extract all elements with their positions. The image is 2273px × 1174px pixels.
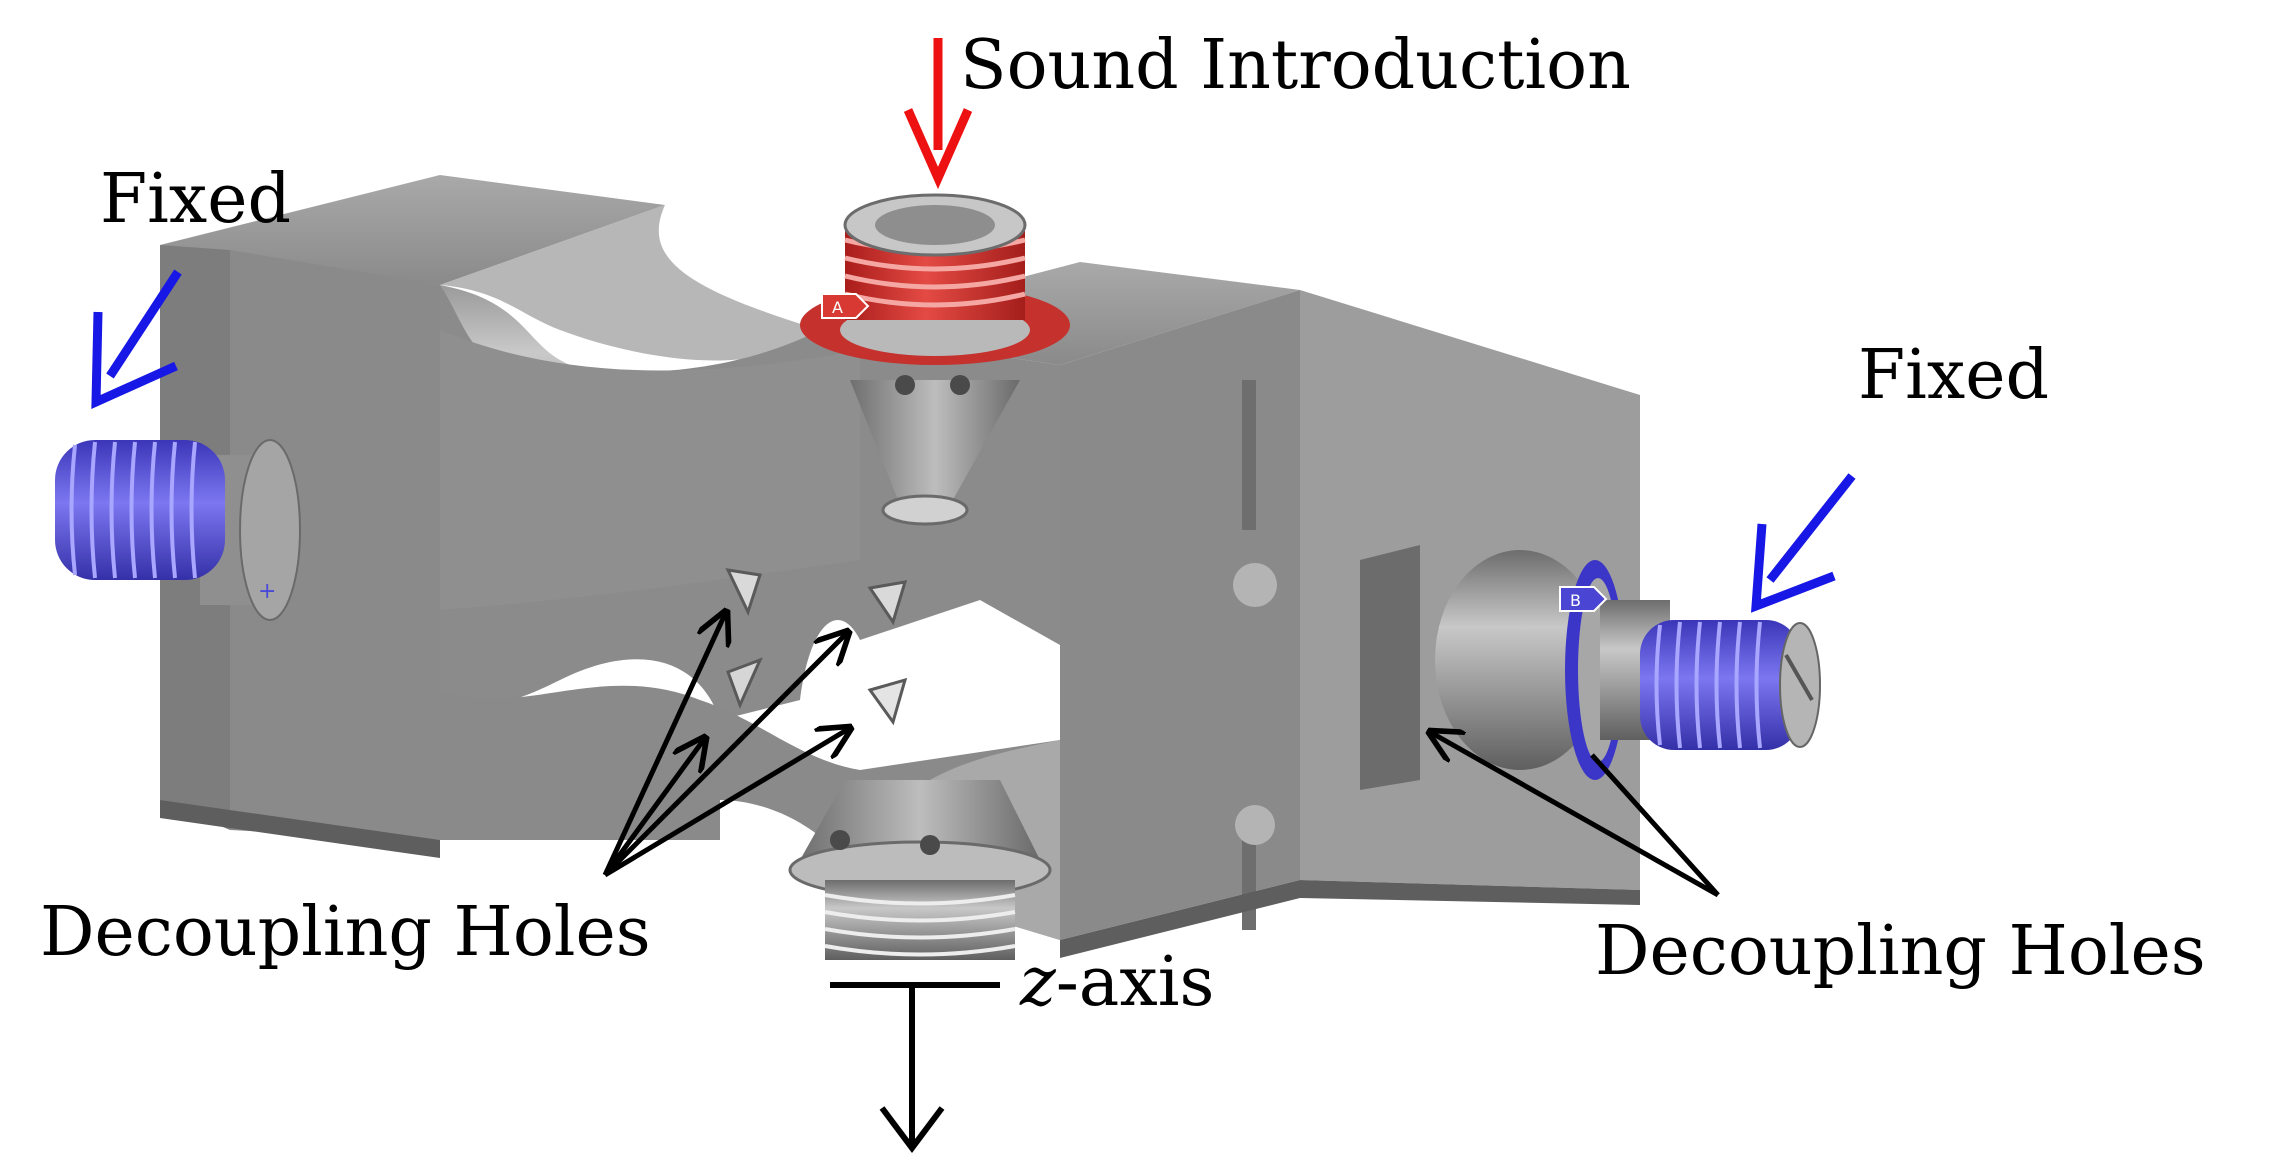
saddle-back-wall — [440, 205, 820, 361]
right-block-front — [1060, 290, 1300, 940]
center-hole-pointers — [602, 612, 850, 878]
decoupling-holes-label-right: Decoupling Holes — [1595, 912, 2206, 991]
z-axis-label: z-axis — [1019, 943, 1214, 1022]
right-fixed-fitting: B — [1435, 550, 1821, 780]
left-block-front — [230, 250, 440, 840]
fixed-label-right: Fixed — [1858, 336, 2049, 415]
z-axis-variable: z — [1019, 943, 1057, 1022]
left-threaded-stud — [55, 440, 225, 580]
resonator-body — [160, 175, 1640, 958]
bottom-edge-right — [1060, 880, 1640, 958]
left-cross-mark: + — [258, 579, 276, 604]
left-thread-lines — [69, 441, 197, 579]
right-stud-slot — [1784, 653, 1814, 702]
bottom-screw-hole-1 — [830, 830, 850, 850]
right-lower-slot — [1242, 830, 1256, 930]
z-axis-suffix: -axis — [1056, 943, 1215, 1022]
center-hole-upper-left — [725, 568, 762, 617]
bottom-screw-hole-2 — [920, 835, 940, 855]
inlet-nozzle-tip — [881, 494, 969, 526]
right-upper-slot — [1242, 380, 1256, 530]
left-fixed-fitting: + — [55, 439, 301, 621]
left-block-top-face — [160, 175, 665, 285]
bottom-thread-lines — [824, 893, 1016, 957]
center-band — [440, 330, 860, 610]
left-fitting-flange — [239, 439, 301, 621]
marker-b-label: B — [1570, 591, 1581, 610]
marker-a: A — [821, 293, 870, 319]
center-hole-upper-right — [867, 580, 908, 626]
right-threaded-stud — [1640, 620, 1800, 750]
decoupling-holes-label-left: Decoupling Holes — [40, 893, 651, 972]
sound-inlet-fitting: A — [800, 193, 1070, 526]
right-stud-end — [1779, 622, 1821, 748]
side-hole-pointers — [1430, 732, 1720, 898]
marker-b: B — [1559, 586, 1608, 612]
inlet-bore — [875, 205, 995, 245]
right-thread-lines — [1654, 621, 1762, 749]
inlet-screw-hole-1 — [895, 375, 915, 395]
fixed-label-left: Fixed — [100, 160, 291, 239]
fixed-arrow-left — [91, 269, 182, 410]
right-lower-hole — [1235, 805, 1275, 845]
right-upper-hole — [1233, 563, 1277, 607]
z-axis-marker — [830, 982, 1000, 1153]
inlet-cone — [850, 380, 1020, 505]
bottom-edge-left — [160, 800, 440, 858]
inlet-screw-hole-2 — [950, 375, 970, 395]
sound-arrow — [903, 38, 973, 190]
center-hole-lower-left — [726, 657, 763, 710]
fixed-arrow-right — [1750, 473, 1856, 613]
center-hole-lower-right — [867, 677, 908, 726]
center-decoupling-holes — [725, 568, 908, 726]
right-side-pocket — [1360, 545, 1420, 790]
sound-introduction-label: Sound Introduction — [960, 26, 1631, 105]
bottom-fitting-hex — [800, 780, 1040, 860]
marker-a-label: A — [832, 298, 843, 317]
bottom-fitting — [788, 780, 1052, 960]
